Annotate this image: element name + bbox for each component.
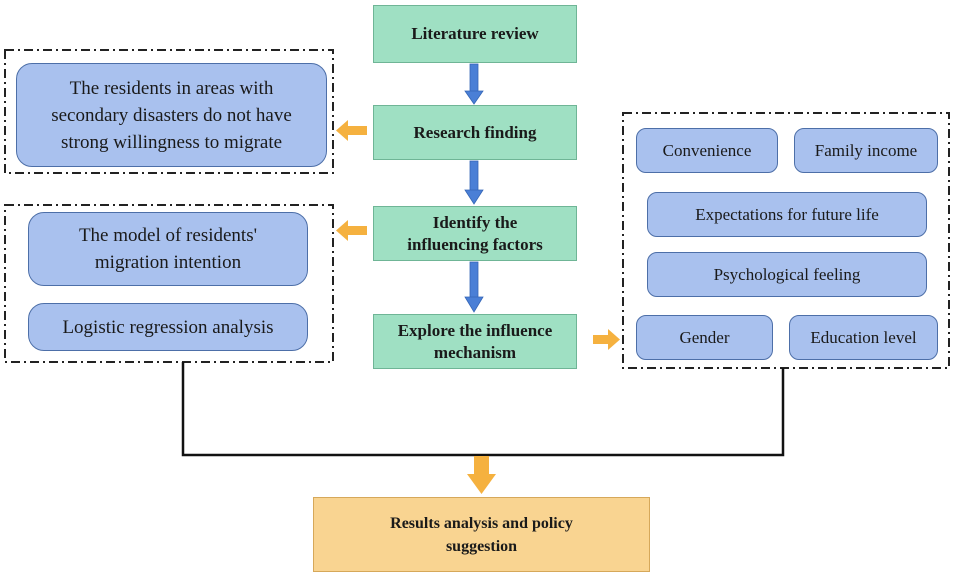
blue-arrow-2 <box>464 160 484 205</box>
research-finding-box: Research finding <box>373 105 577 160</box>
migration-model-line2: migration intention <box>94 252 242 273</box>
factor-psychological: Psychological feeling <box>647 252 927 297</box>
factor-family-income: Family income <box>794 128 938 173</box>
factor-education-label: Education level <box>810 327 917 347</box>
blue-arrow-3 <box>464 261 484 313</box>
finding-statement-line1: The residents in areas with <box>69 77 274 99</box>
orange-arrow-right-factors <box>593 329 620 350</box>
factor-education: Education level <box>789 315 938 360</box>
factor-family-income-label: Family income <box>814 140 918 160</box>
literature-review-box: Literature review <box>373 5 577 63</box>
factor-expectations: Expectations for future life <box>647 192 927 237</box>
blue-arrow-1 <box>464 63 484 105</box>
factor-convenience-label: Convenience <box>662 140 752 160</box>
literature-review-label: Literature review <box>411 24 539 43</box>
results-policy-line2: suggestion <box>445 537 518 555</box>
factor-convenience: Convenience <box>636 128 778 173</box>
logistic-regression-box: Logistic regression analysis <box>28 303 308 351</box>
join-bracket-line <box>181 362 785 457</box>
orange-arrow-left-method <box>336 220 367 241</box>
research-finding-label: Research finding <box>413 122 537 142</box>
factor-gender: Gender <box>636 315 773 360</box>
finding-statement-line3: strong willingness to migrate <box>60 131 283 153</box>
migration-model-line1: The model of residents' <box>78 225 258 246</box>
factor-psychological-label: Psychological feeling <box>713 264 861 284</box>
migration-model-box: The model of residents' migration intent… <box>28 212 308 286</box>
explore-mechanism-label-line2: mechanism <box>433 342 517 362</box>
identify-factors-box: Identify the influencing factors <box>373 206 577 261</box>
method-group-frame <box>4 204 334 363</box>
logistic-regression-label: Logistic regression analysis <box>62 316 274 338</box>
explore-mechanism-label-line1: Explore the influence <box>397 320 553 340</box>
finding-group-frame <box>4 49 334 174</box>
orange-arrow-left-finding <box>336 120 367 141</box>
factors-group-frame <box>622 112 950 369</box>
results-policy-line1: Results analysis and policy <box>390 514 573 532</box>
orange-arrow-down-result <box>467 456 496 494</box>
factor-gender-label: Gender <box>679 327 730 347</box>
finding-statement-line2: secondary disasters do not have <box>51 104 292 126</box>
identify-factors-label-line1: Identify the <box>432 212 518 232</box>
factor-expectations-label: Expectations for future life <box>695 204 879 224</box>
identify-factors-label-line2: influencing factors <box>407 234 543 254</box>
finding-statement-box: The residents in areas with secondary di… <box>16 63 327 167</box>
explore-mechanism-box: Explore the influence mechanism <box>373 314 577 369</box>
results-policy-box: Results analysis and policy suggestion <box>313 497 650 572</box>
